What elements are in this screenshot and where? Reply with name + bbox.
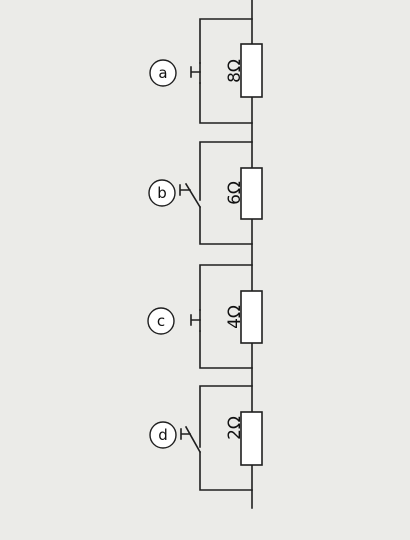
stage-a: a 8Ω <box>149 18 263 124</box>
switch-label-circle <box>148 179 176 207</box>
stage-b: b 6Ω <box>148 141 263 245</box>
switch-label: a <box>158 64 167 82</box>
bypass-wire-top <box>199 385 253 448</box>
switch-label: d <box>158 426 168 444</box>
push-button-icon <box>179 184 191 196</box>
bypass-wire-top <box>199 141 253 201</box>
resistance-label: 4Ω <box>225 305 245 329</box>
switch-label-circle <box>149 59 177 87</box>
bypass-wire-top <box>199 264 253 311</box>
stage-c: c 4Ω <box>147 264 263 369</box>
bypass-wire-bottom <box>199 330 253 369</box>
bypass-wire-top <box>199 18 253 64</box>
resistance-label: 2Ω <box>225 416 245 440</box>
resistance-label: 8Ω <box>225 59 245 83</box>
switch-blade[interactable] <box>184 425 202 454</box>
switch-label: b <box>157 184 167 202</box>
bypass-wire-bottom <box>199 206 253 245</box>
resistance-label: 6Ω <box>225 181 245 205</box>
switch-blade[interactable] <box>184 182 202 209</box>
resistor <box>240 411 263 466</box>
stage-d: d 2Ω <box>149 385 263 491</box>
push-button-icon <box>190 314 201 326</box>
push-button-icon <box>180 428 191 440</box>
resistor <box>240 43 263 98</box>
resistor <box>240 290 263 344</box>
resistor <box>240 167 263 220</box>
bypass-wire-bottom <box>199 82 253 124</box>
bypass-wire-bottom <box>199 451 253 491</box>
switch-label-circle <box>147 307 175 335</box>
switch-label: c <box>157 312 165 330</box>
switch-label-circle <box>149 421 177 449</box>
push-button-icon <box>190 66 201 78</box>
